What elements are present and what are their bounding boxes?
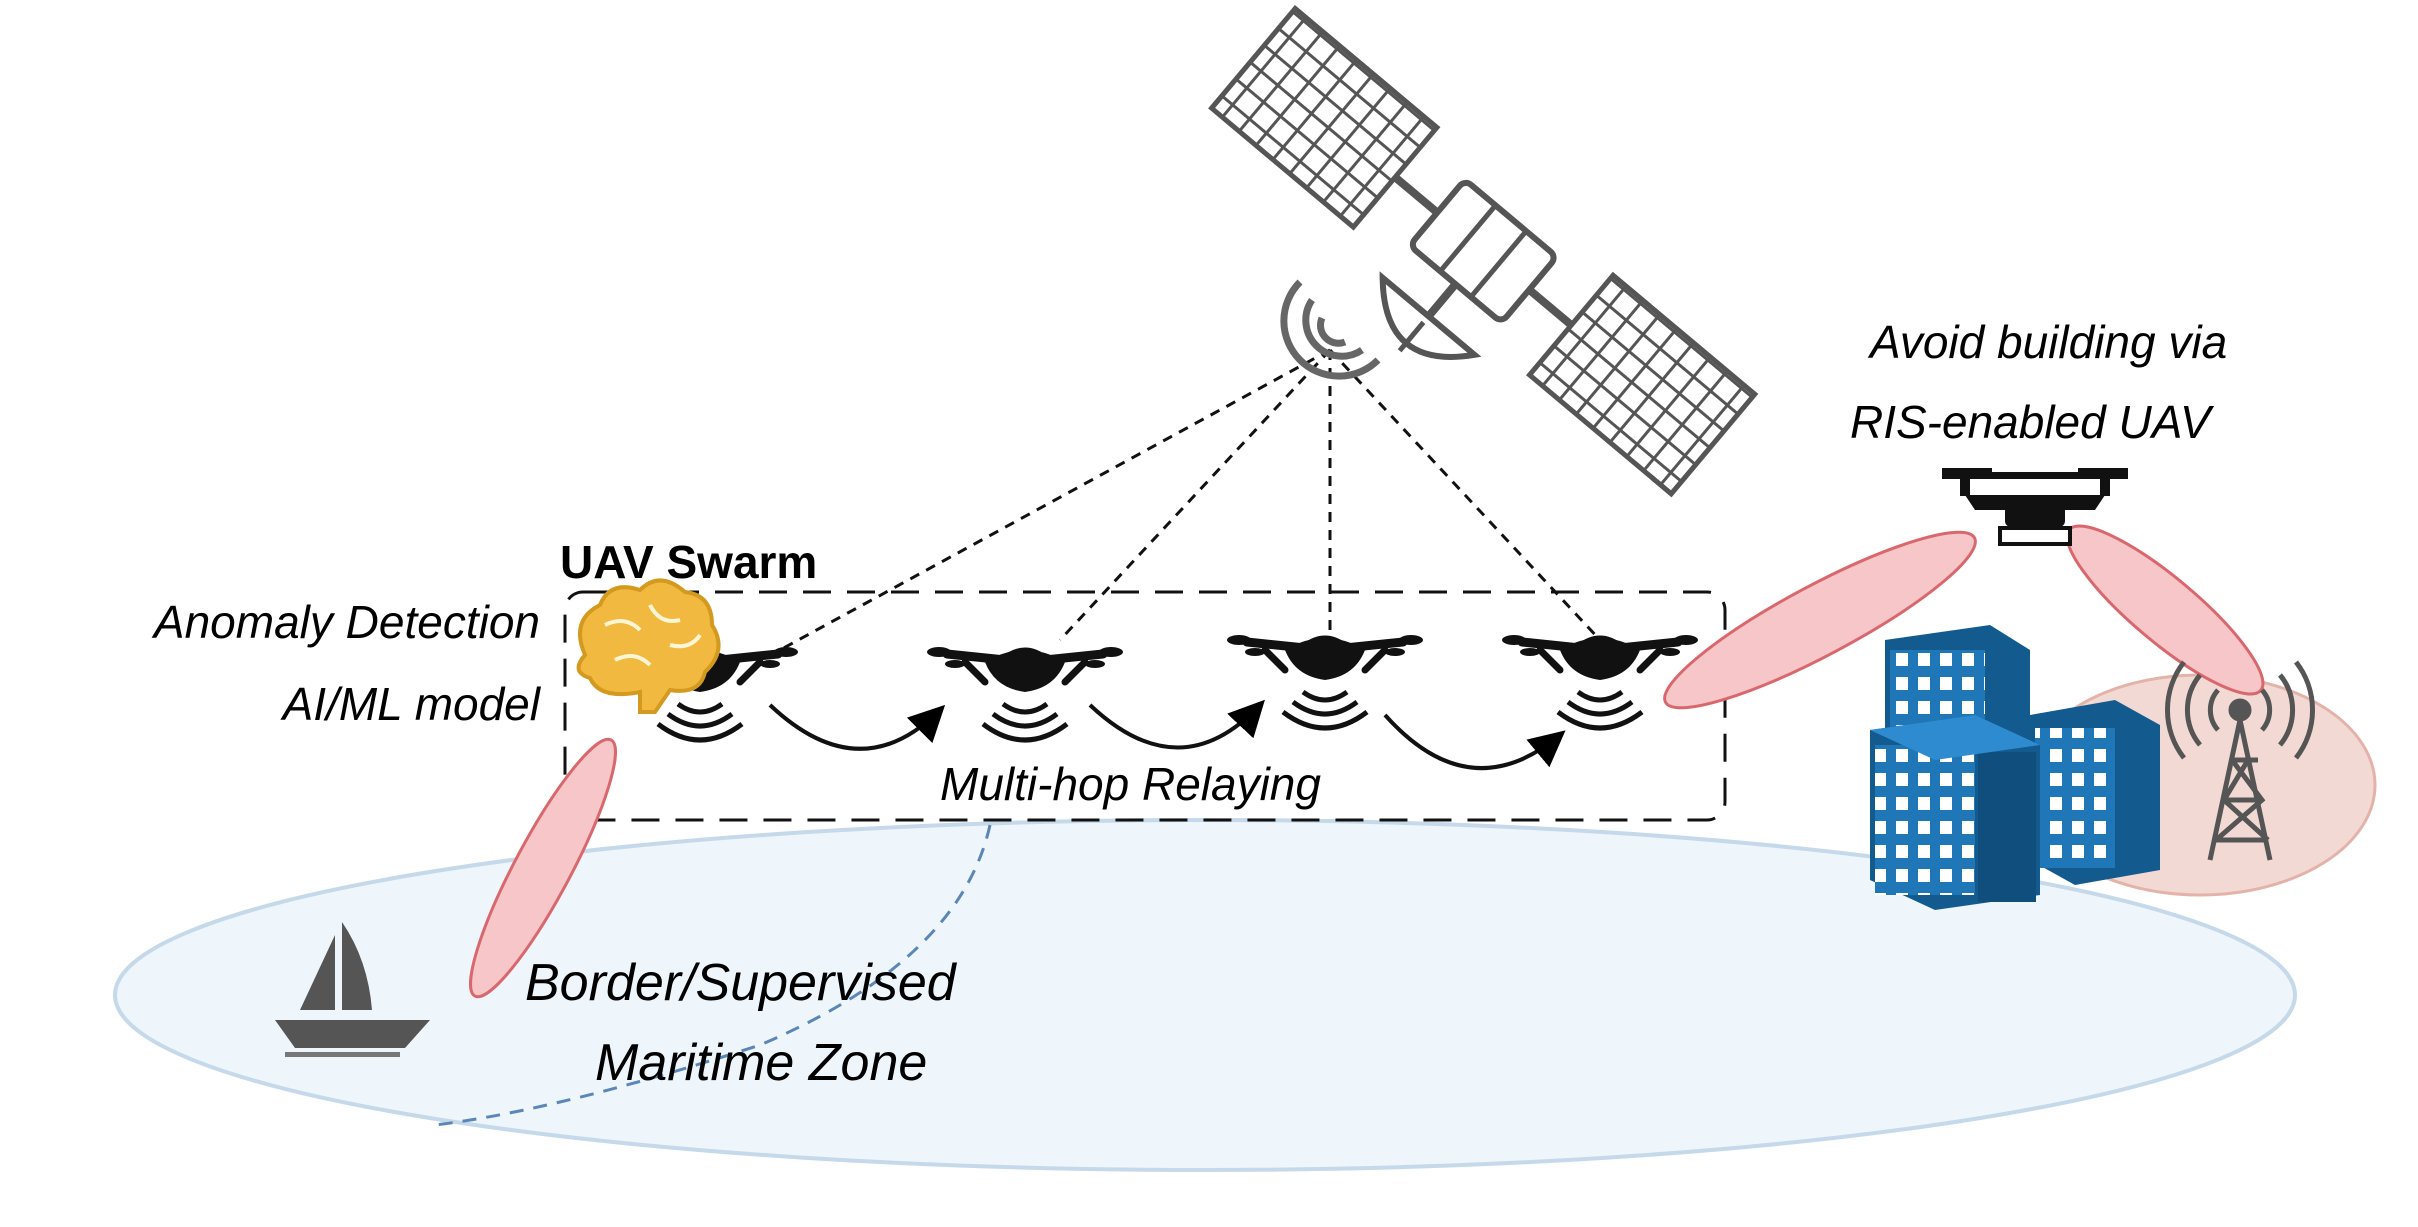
satellite-signal-icon [1280, 279, 1381, 380]
brain-icon [576, 578, 721, 714]
maritime-zone-label-line2: Maritime Zone [595, 1034, 927, 1092]
satellite-links [779, 348, 1602, 652]
ris-label-line1: Avoid building via [1867, 316, 2227, 368]
ai-ml-model-label: AI/ML model [280, 678, 542, 730]
buildings-icon [1870, 625, 2160, 910]
maritime-zone-label-line1: Border/Supervised [525, 954, 958, 1012]
uav-swarm-box [563, 590, 1727, 822]
ris-beam-left [1663, 530, 1977, 710]
uav-swarm-label: UAV Swarm [560, 536, 817, 588]
relay-arrows [768, 699, 1566, 770]
satellite-icon [1208, 5, 1759, 498]
boat-beam [469, 737, 617, 999]
sailboat-icon [275, 922, 430, 1057]
drone-icon [927, 647, 1123, 740]
quadcopter-icon [1942, 468, 2128, 546]
cell-tower-icon [2165, 660, 2315, 861]
ris-label-line2: RIS-enabled UAV [1850, 396, 2215, 448]
drone-icon [1502, 635, 1698, 728]
border-path-line [434, 824, 992, 1127]
drone-icon [1227, 635, 1423, 728]
multi-hop-relaying-label: Multi-hop Relaying [940, 758, 1321, 810]
anomaly-detection-label: Anomaly Detection [151, 596, 540, 648]
